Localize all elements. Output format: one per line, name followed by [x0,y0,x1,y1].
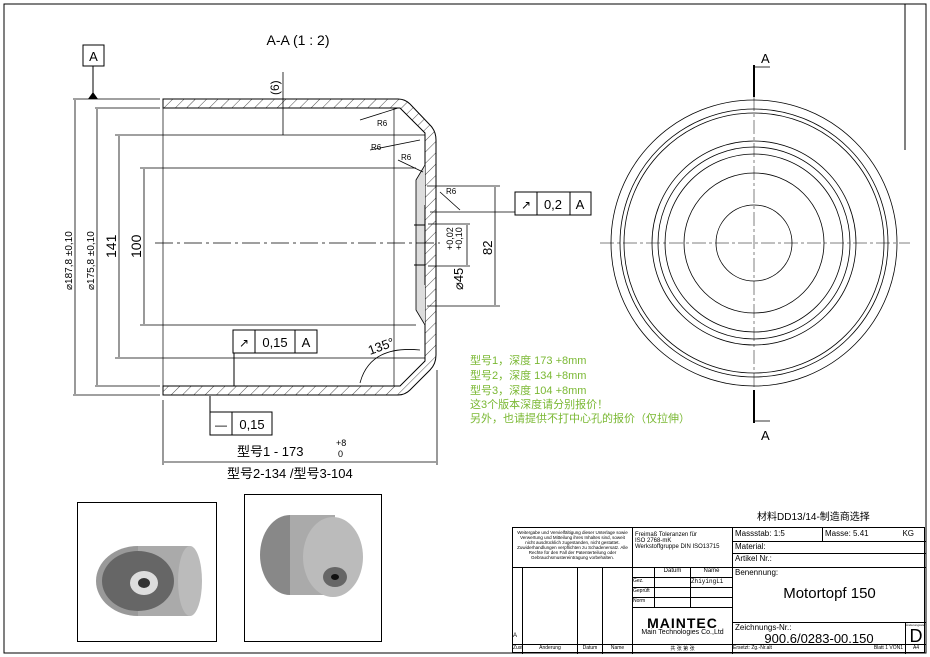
datum-header: Datum [578,645,603,654]
approval-datum-header: Datum [655,568,691,578]
hole-tol-lower: +0,10 [454,227,464,250]
material-label: Material: [733,542,926,554]
part-name: Motortopf 150 [783,585,876,602]
norm-name [691,598,733,608]
svg-text:型号2，深度 134 +8mm: 型号2，深度 134 +8mm [470,368,586,382]
svg-text:这3个版本深度请分别报价！: 这3个版本深度请分别报价！ [470,397,608,411]
aenderungsstand: Änderungsstand D [906,623,926,645]
hole-tol-upper: +0,02 [445,227,455,250]
length-tol-lower: 0 [338,449,343,459]
format: A4 [912,645,920,651]
notes: 型号1，深度 173 +8mm 型号2，深度 134 +8mm 型号3，深度 1… [470,353,690,425]
dim-141: 141 [103,234,119,258]
length-dim-2: 型号2-134 /型号3-104 [227,466,353,481]
benennung: Benennung: Motortopf 150 [733,568,926,623]
datum-a-symbol: A [82,44,105,99]
svg-text:型号1，深度 173 +8mm: 型号1，深度 173 +8mm [470,353,586,367]
rev-a: A [513,633,518,639]
section-marker-top: A [761,51,770,66]
geprueft-datum [655,588,691,598]
length-tol-upper: +8 [336,438,346,448]
view-title: A-A (1 : 2) [266,32,329,48]
runout-frame-0.2: ↗ 0,2 A [514,191,592,216]
artikel-label: Artikel Nr.: [733,554,926,568]
rev-col [523,568,578,645]
angle-dim: 135° [366,335,396,358]
copyright-notice: Weitergabe und Vervielfältigung dieser U… [513,528,633,568]
name-header: Name [603,645,633,654]
massstab: Massstab: 1:5 [733,528,823,542]
gez-datum [655,578,691,588]
section-body [155,98,440,396]
zeichnungs-nr: Zeichnungs-Nr.: 900.6/0283-00.150 [733,623,906,645]
rev-col [513,568,523,645]
runout-frame-0.15: ↗ 0,15 A [232,329,318,386]
svg-text:A: A [302,335,311,350]
material-note: 材料DD13/14-制造商选择 [757,510,870,523]
svg-text:↗: ↗ [239,336,249,350]
zust-header: Zust. [513,645,523,654]
svg-text:A: A [89,49,98,64]
svg-text:A: A [576,197,585,212]
length-dim-1: 型号1 - 173 [237,444,303,459]
svg-text:0,2: 0,2 [544,197,562,212]
radius-dim: R6 [377,119,388,128]
outer-diameter-dim: ⌀187,8 ±0,10 [64,231,75,290]
svg-text:—: — [215,418,227,432]
svg-text:0,15: 0,15 [262,335,287,350]
radius-dim: R6 [446,187,457,196]
approval-name-header: Name [691,568,733,578]
end-view [600,65,910,423]
rev-col [603,568,633,645]
dim-100: 100 [128,234,144,258]
svg-text:型号3，深度 104 +8mm: 型号3，深度 104 +8mm [470,383,586,397]
sheet-count-cn: 共 张 第 张 [633,645,733,654]
gez-label: Gez. [633,578,655,588]
title-block: Weitergabe und Vervielfältigung dieser U… [512,527,926,654]
thickness-dim: (6) [268,80,282,95]
radius-dim: R6 [401,153,412,162]
iso-view-closed [244,494,382,642]
straightness-frame: — 0,15 [209,396,273,436]
approval-blank [633,568,655,578]
gez-name: ZhiyingLi [691,578,733,588]
hole-diameter-dim: ⌀45 [451,268,466,290]
norm-datum [655,598,691,608]
aenderung-header: Änderung [523,645,578,654]
geprueft-name [691,588,733,598]
rev-col [578,568,603,645]
company-logo: MAINTEC Main Technologies Co.,Ltd [633,608,733,645]
sheet-border [3,3,927,654]
section-marker-bottom: A [761,428,770,443]
svg-text:另外，也请提供不打中心孔的报价（仅拉伸）: 另外，也请提供不打中心孔的报价（仅拉伸） [470,411,690,425]
geprueft-label: Geprüft [633,588,655,598]
norm-label: Norm [633,598,655,608]
svg-text:0,15: 0,15 [239,417,264,432]
inner-diameter-dim: ⌀175,8 ±0,10 [86,231,97,290]
iso-view-open [77,502,217,642]
svg-text:↗: ↗ [521,198,531,212]
dimension-lines [73,72,515,465]
radius-dim: R6 [371,143,382,152]
dim-82: 82 [480,241,495,255]
